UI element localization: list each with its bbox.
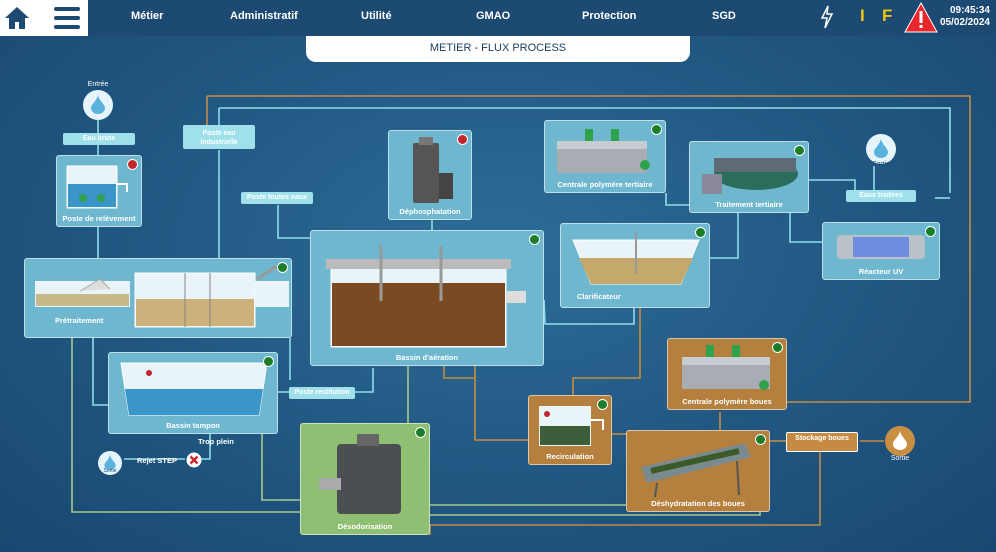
pretraitement-art: [35, 265, 289, 328]
bassin-aeration-art: [326, 246, 526, 348]
panel-label: Prétraitement: [55, 316, 104, 325]
water-drop-icon: [893, 430, 907, 450]
page-title: METIER - FLUX PROCESS: [306, 36, 690, 62]
clock-time: 09:45:34: [949, 5, 990, 16]
panel-dephosphatation[interactable]: Déphosphatation: [388, 130, 472, 220]
status-ok: [695, 227, 706, 238]
panel-bassin-tampon[interactable]: Bassin tampon: [108, 352, 278, 434]
rejet-step-label: Rejet STEP: [137, 456, 178, 465]
close-icon[interactable]: [186, 452, 202, 468]
panel-centrale-polymere-tertiaire[interactable]: Centrale polymère tertiaire: [544, 120, 666, 193]
eau-brute-tag: Eau brute: [63, 133, 135, 145]
menu-metier[interactable]: Métier: [131, 10, 164, 22]
clock-date: 05/02/2024: [939, 17, 990, 28]
centrale-polymere-tertiaire-art: [557, 129, 650, 173]
status-ok: [925, 226, 936, 237]
panel-label: Bassin tampon: [166, 421, 220, 430]
sortie-rejet-outlet[interactable]: [98, 451, 122, 475]
poste-eau-industrielle-tag[interactable]: Poste eau industrielle: [183, 125, 255, 149]
panel-label: Traitement tertiaire: [715, 200, 783, 209]
desodorisation-art: [319, 434, 401, 514]
sortie-boues-label: Sortie: [890, 455, 910, 462]
lightning-icon[interactable]: [820, 5, 834, 29]
status-alarm: [127, 159, 138, 170]
status-ok: [755, 434, 766, 445]
trop-plein-label: Trop plein: [198, 437, 234, 446]
sortie-outlet[interactable]: [866, 134, 896, 164]
warning-icon[interactable]: [904, 2, 938, 33]
poste-restitution-tag[interactable]: Poste restitution: [289, 387, 355, 399]
panel-label: Réacteur UV: [858, 267, 904, 276]
panel-label: Bassin d'aération: [395, 353, 459, 362]
status-ok: [794, 145, 805, 156]
recirculation-art: [539, 406, 604, 446]
panel-bassin-aeration[interactable]: Bassin d'aération: [310, 230, 544, 366]
water-drop-icon: [874, 138, 888, 158]
deshydratation-art: [641, 443, 751, 498]
sortie-boues-outlet[interactable]: [885, 426, 915, 456]
menu-sgd[interactable]: SGD: [712, 10, 736, 22]
status-ok: [277, 262, 288, 273]
status-f-indicator[interactable]: F: [882, 6, 893, 25]
menu-protection[interactable]: Protection: [582, 10, 637, 22]
home-icon[interactable]: [4, 5, 30, 31]
panel-centrale-polymere-boues[interactable]: Centrale polymère boues: [667, 338, 787, 410]
status-ok: [263, 356, 274, 367]
panel-label: Centrale polymère tertiaire: [557, 180, 653, 189]
status-alarm: [457, 134, 468, 145]
reacteur-uv-art: [837, 235, 925, 259]
status-ok: [597, 399, 608, 410]
entree-label: Entrée: [87, 81, 109, 88]
sortie-label: Sortie: [871, 161, 891, 168]
panel-reacteur-uv[interactable]: Réacteur UV: [822, 222, 940, 280]
panel-clarificateur[interactable]: Clarificateur: [560, 223, 710, 308]
panel-traitement-tertiaire[interactable]: Traitement tertiaire: [689, 141, 809, 213]
panel-label: Déphosphatation: [399, 207, 461, 216]
water-drop-icon: [104, 454, 116, 470]
brand-area: [0, 0, 88, 36]
bassin-tampon-art: [120, 362, 268, 416]
water-drop-icon: [91, 94, 105, 114]
panel-label: Poste de relèvement: [62, 214, 136, 223]
eaux-traitees-tag: Eaux traitées: [846, 190, 916, 202]
sortie-rejet-label: Sortie: [103, 468, 117, 474]
panel-label: Désodorisation: [337, 522, 393, 531]
panel-label: Centrale polymère boues: [682, 397, 772, 406]
hamburger-icon[interactable]: [54, 7, 80, 29]
clarificateur-art: [572, 232, 700, 285]
dephosphatation-art: [413, 137, 453, 203]
status-ok: [415, 427, 426, 438]
status-ok: [651, 124, 662, 135]
poste-relevement-art: [66, 165, 128, 209]
status-i-indicator[interactable]: I: [860, 6, 865, 25]
panel-label: Recirculation: [546, 452, 594, 461]
centrale-polymere-boues-art: [682, 345, 770, 390]
menu-gmao[interactable]: GMAO: [476, 10, 511, 22]
clock: 09:45:34 05/02/2024: [940, 5, 990, 29]
menu-utilite[interactable]: Utilité: [361, 10, 392, 22]
poste-toutes-eaux-tag[interactable]: Poste toutes eaux: [241, 192, 313, 204]
panel-deshydratation[interactable]: Déshydratation des boues: [626, 430, 770, 512]
entree-inlet[interactable]: [83, 90, 113, 120]
menu-administratif[interactable]: Administratif: [230, 10, 298, 22]
traitement-tertiaire-art: [702, 158, 798, 194]
panel-label: Clarificateur: [577, 292, 621, 301]
status-ok: [529, 234, 540, 245]
panel-pretraitement[interactable]: Prétraitement: [24, 258, 292, 338]
stockage-boues-tag[interactable]: Stockage boues: [786, 432, 858, 452]
panel-recirculation[interactable]: Recirculation: [528, 395, 612, 465]
status-ok: [772, 342, 783, 353]
panel-label: Déshydratation des boues: [651, 499, 745, 508]
panel-poste-relevement[interactable]: Poste de relèvement: [56, 155, 142, 227]
panel-desodorisation[interactable]: Désodorisation: [300, 423, 430, 535]
